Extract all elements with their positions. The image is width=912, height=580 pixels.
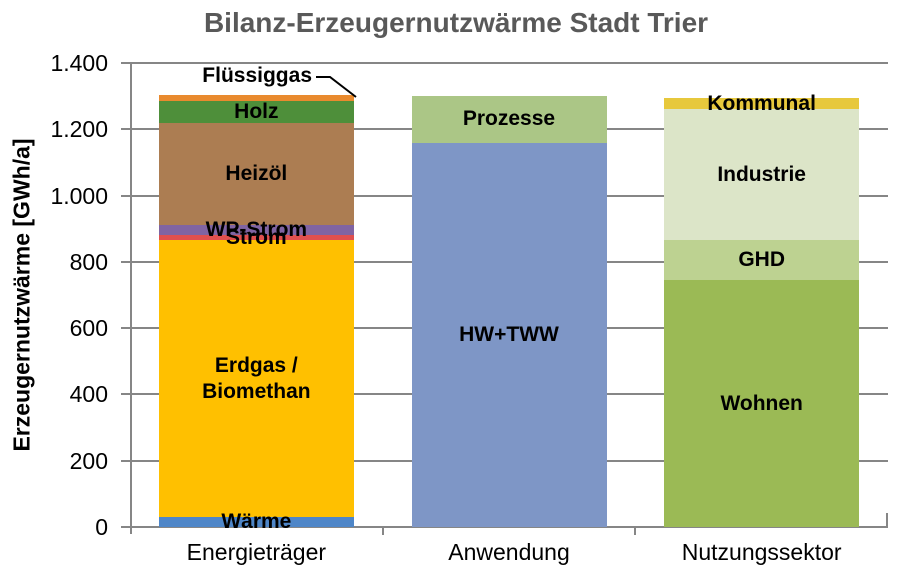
x-axis-end-tick-mark: [886, 513, 888, 527]
bar-segment: [158, 101, 354, 123]
bar-segment: [158, 240, 354, 518]
bar-segment-label: Kommunal: [707, 91, 816, 115]
y-tick-label: 1.000: [50, 182, 108, 209]
y-axis-tick-mark: [121, 393, 130, 396]
bar-segment: [158, 94, 354, 102]
y-axis-tick-mark: [121, 526, 130, 528]
bar-segment: [158, 235, 354, 241]
bar-segment-label: GHD: [738, 248, 785, 272]
y-axis-tick-mark: [121, 327, 130, 330]
bar-segment-label: Wohnen: [720, 391, 803, 415]
chart-title: Bilanz-Erzeugernutzwärme Stadt Trier: [203, 7, 709, 38]
y-tick-label: 0: [95, 514, 108, 540]
bar-segment: [664, 280, 860, 527]
y-axis-line: [130, 63, 132, 534]
y-tick-label: 1.400: [50, 50, 108, 76]
bar-segment: [158, 517, 354, 527]
x-label-energietraeger: Energieträger: [186, 539, 327, 565]
y-tick-label: 600: [69, 315, 108, 342]
y-axis-tick-mark: [121, 194, 130, 197]
y-tick-label: 800: [69, 248, 108, 275]
gridline: [130, 526, 888, 528]
x-label-anwendung: Anwendung: [448, 539, 570, 565]
bar-segment: [158, 225, 354, 236]
x-axis-category-labels: Energieträger Anwendung Nutzungssektor: [130, 539, 888, 566]
bar-segment: [664, 109, 860, 241]
bar-segment-label: Industrie: [717, 162, 806, 186]
bar-segment: [411, 96, 607, 143]
fluessiggas-callout-label: Flüssiggas: [202, 64, 312, 87]
y-axis-tick-mark: [121, 62, 130, 64]
y-tick-label: 400: [69, 381, 108, 408]
y-axis-tick-mark: [121, 459, 130, 462]
x-axis-tick-mark: [634, 527, 637, 535]
y-axis-tick-mark: [121, 128, 130, 131]
bar-segment: [158, 122, 354, 226]
bar-segment: [664, 97, 860, 110]
bar-segment-label: Wärme: [221, 510, 292, 534]
y-tick-label: 200: [69, 447, 108, 474]
bar-segment-label: Prozesse: [462, 107, 556, 131]
x-axis-tick-mark: [381, 527, 384, 535]
y-axis-tick-mark: [121, 260, 130, 263]
bar-segment: [411, 142, 607, 527]
y-tick-label: 1.200: [50, 116, 108, 143]
gridline: [130, 62, 888, 64]
bar-segment-label: Strom: [225, 225, 287, 249]
bar-segment-label: WP-Strom: [205, 218, 308, 242]
bar-segment: [664, 240, 860, 281]
bar-segment-label: Erdgas / Biomethan: [202, 353, 311, 403]
bar-segment-label: Holz: [234, 99, 279, 123]
bar-segment-label: Heizöl: [225, 162, 288, 186]
x-label-nutzungssektor: Nutzungssektor: [681, 539, 842, 565]
bar-segment-label: HW+TWW: [459, 322, 559, 346]
